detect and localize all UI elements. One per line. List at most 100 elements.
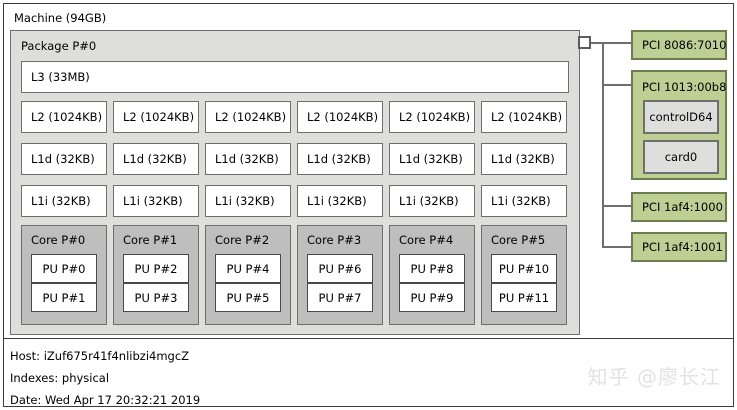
tree-line-trunk [602,42,604,248]
cache-l1i-box-2: L1i (32KB) [205,185,291,217]
pu-box-1-1: PU P#3 [123,283,189,312]
pu-box-3-1: PU P#7 [307,283,373,312]
tree-line-stub [591,42,604,44]
cache-l1d-label-0: L1d (32KB) [31,152,95,166]
package-box: Package P#0 L3 (33MB) L2 (1024KB) L2 (10… [10,30,580,335]
cache-l1i-label-0: L1i (32KB) [31,194,91,208]
pu-box-4-1: PU P#9 [399,283,465,312]
cache-l1i-box-0: L1i (32KB) [21,185,107,217]
cache-l1d-box-3: L1d (32KB) [297,143,383,175]
pu-box-2-1: PU P#5 [215,283,281,312]
cache-l1i-label-3: L1i (32KB) [307,194,367,208]
pci-device-box-2[interactable]: PCI 1af4:1000 [631,192,727,222]
pci-device-label-3: PCI 1af4:1001 [642,240,723,254]
pu-label-5-1: PU P#11 [498,290,550,305]
pu-label-2-0: PU P#4 [226,261,270,276]
cache-l1i-label-2: L1i (32KB) [215,194,275,208]
pci-device-label-1: PCI 1013:00b8 [642,80,727,94]
pci-device-box-3[interactable]: PCI 1af4:1001 [631,232,727,262]
pu-box-3-0: PU P#6 [307,254,373,283]
pu-label-1-0: PU P#2 [134,261,178,276]
cache-l1d-box-1: L1d (32KB) [113,143,199,175]
cache-l1d-box-5: L1d (32KB) [481,143,567,175]
cache-l1d-label-2: L1d (32KB) [215,152,279,166]
footer-indexes-line: Indexes: physical [10,371,110,385]
pu-label-0-0: PU P#0 [42,261,86,276]
cache-l3-box: L3 (33MB) [21,61,569,93]
pu-label-4-0: PU P#8 [410,261,454,276]
core-box-3: Core P#3 PU P#6 PU P#7 [297,225,383,325]
pu-box-5-1: PU P#11 [491,283,557,312]
pu-label-3-1: PU P#7 [318,290,362,305]
core-label-0: Core P#0 [31,233,86,247]
cache-l1i-label-1: L1i (32KB) [123,194,183,208]
pci-device-label-2: PCI 1af4:1000 [642,200,723,214]
cache-l1d-label-4: L1d (32KB) [399,152,463,166]
cache-l1d-box-2: L1d (32KB) [205,143,291,175]
core-box-1: Core P#1 PU P#2 PU P#3 [113,225,199,325]
host-bridge-square-icon [578,36,591,49]
cache-l1i-box-5: L1i (32KB) [481,185,567,217]
cache-l2-label-0: L2 (1024KB) [31,110,103,124]
cache-l2-box-0: L2 (1024KB) [21,101,107,133]
core-label-2: Core P#2 [215,233,270,247]
core-label-4: Core P#4 [399,233,454,247]
core-box-2: Core P#2 PU P#4 PU P#5 [205,225,291,325]
cache-l1d-label-1: L1d (32KB) [123,152,187,166]
footer-host-line: Host: iZuf675r41f4nlibzi4mgcZ [10,349,190,363]
core-label-1: Core P#1 [123,233,178,247]
pu-label-0-1: PU P#1 [42,290,86,305]
package-title: Package P#0 [21,39,97,53]
pu-label-4-1: PU P#9 [410,290,454,305]
pu-label-3-0: PU P#6 [318,261,362,276]
cache-l2-box-4: L2 (1024KB) [389,101,475,133]
cache-l1i-box-3: L1i (32KB) [297,185,383,217]
pci-device-label-0: PCI 8086:7010 [642,38,727,52]
core-label-5: Core P#5 [491,233,546,247]
pu-box-5-0: PU P#10 [491,254,557,283]
osdev-label-1-1: card0 [664,150,698,164]
cache-l2-box-2: L2 (1024KB) [205,101,291,133]
footer-separator [4,338,733,339]
cache-l1d-label-5: L1d (32KB) [491,152,555,166]
pu-label-2-1: PU P#5 [226,290,270,305]
cache-l2-label-2: L2 (1024KB) [215,110,287,124]
tree-branch-3 [602,246,632,248]
cache-l2-label-4: L2 (1024KB) [399,110,471,124]
cache-l1i-label-5: L1i (32KB) [491,194,551,208]
watermark: 知乎 @廖长江 [587,365,721,389]
pu-box-1-0: PU P#2 [123,254,189,283]
core-box-0: Core P#0 PU P#0 PU P#1 [21,225,107,325]
cache-l3-label: L3 (33MB) [31,70,90,84]
cache-l2-label-1: L2 (1024KB) [123,110,195,124]
core-box-4: Core P#4 PU P#8 PU P#9 [389,225,475,325]
osdev-box-1-0[interactable]: controlD64 [643,100,719,134]
core-label-3: Core P#3 [307,233,362,247]
cache-l1d-box-4: L1d (32KB) [389,143,475,175]
pci-device-box-0[interactable]: PCI 8086:7010 [631,30,727,60]
cache-l2-label-3: L2 (1024KB) [307,110,379,124]
pu-label-5-0: PU P#10 [498,261,550,276]
footer-date-line: Date: Wed Apr 17 20:32:21 2019 [10,393,201,407]
tree-branch-2 [602,205,632,207]
machine-title: Machine (94GB) [14,11,107,25]
tree-branch-1 [602,84,632,86]
cache-l1i-box-1: L1i (32KB) [113,185,199,217]
osdev-label-1-0: controlD64 [649,110,713,124]
cache-l2-label-5: L2 (1024KB) [491,110,563,124]
pu-box-0-1: PU P#1 [31,283,97,312]
cache-l1d-box-0: L1d (32KB) [21,143,107,175]
pu-box-2-0: PU P#4 [215,254,281,283]
pu-label-1-1: PU P#3 [134,290,178,305]
osdev-box-1-1[interactable]: card0 [643,140,719,174]
cache-l2-box-5: L2 (1024KB) [481,101,567,133]
cache-l2-box-3: L2 (1024KB) [297,101,383,133]
cache-l1i-box-4: L1i (32KB) [389,185,475,217]
pci-device-box-1[interactable]: PCI 1013:00b8 controlD64 card0 [631,70,727,180]
cache-l2-box-1: L2 (1024KB) [113,101,199,133]
pu-box-0-0: PU P#0 [31,254,97,283]
pu-box-4-0: PU P#8 [399,254,465,283]
core-box-5: Core P#5 PU P#10 PU P#11 [481,225,567,325]
cache-l1d-label-3: L1d (32KB) [307,152,371,166]
